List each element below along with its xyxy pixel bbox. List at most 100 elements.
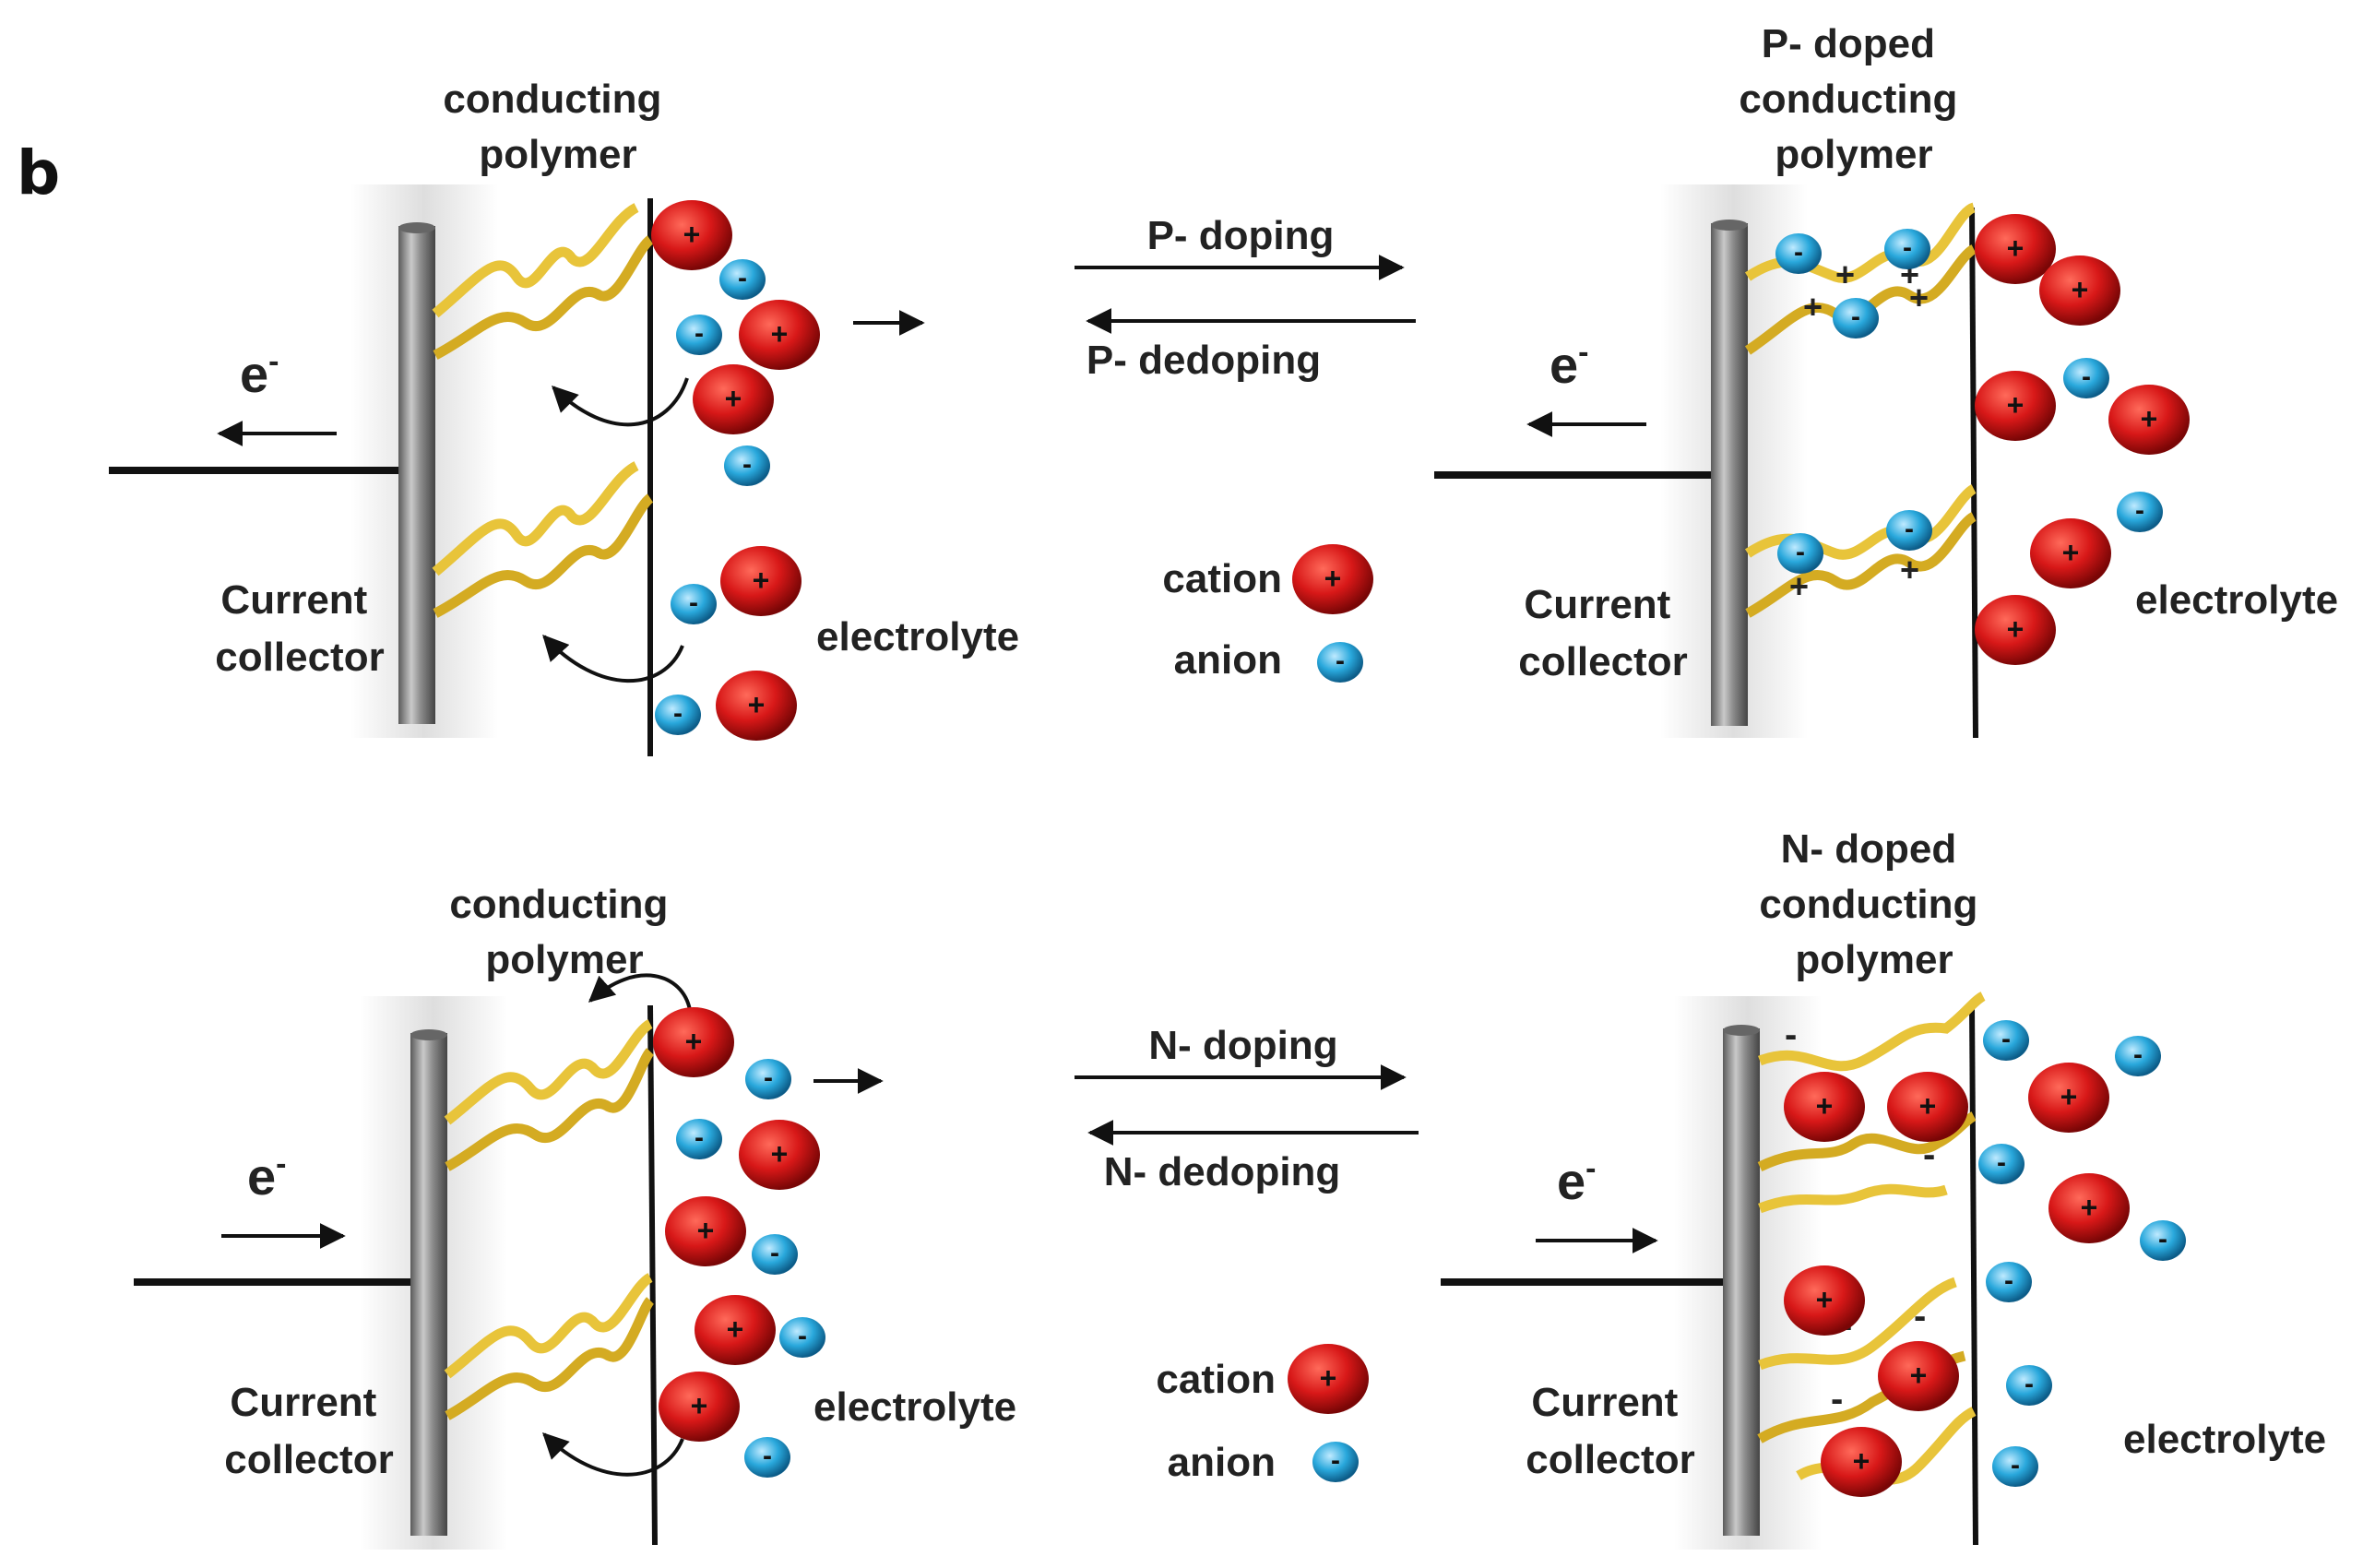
current-collector-bar xyxy=(410,1033,447,1536)
electrode-interface-line xyxy=(647,1004,658,1546)
minus-sign: - xyxy=(742,449,752,480)
anion-sphere: - xyxy=(2117,492,2163,532)
bottom-right-polymer-label: N- doped conducting polymer xyxy=(1759,826,1989,982)
bottom-right-collector-label: Current collector xyxy=(1526,1380,1694,1482)
electrode-interface-line xyxy=(1969,207,1978,739)
anion-sphere: - xyxy=(1983,1020,2029,1061)
plus-sign: + xyxy=(697,1214,715,1247)
polymer-chain xyxy=(1758,1183,1948,1214)
plus-sign: + xyxy=(725,382,742,415)
anion-sphere: - xyxy=(1777,533,1823,574)
top-right-panel: P- doped conducting polymer e- ++++ ++ C… xyxy=(1434,21,2338,739)
polymer-chain xyxy=(433,235,654,360)
ion-group: +--++-+-+- xyxy=(653,1007,825,1478)
curved-arrow xyxy=(542,1432,684,1477)
cation-sphere: + xyxy=(653,1007,734,1077)
bottom-left-panel: conducting polymer e- Current collector … xyxy=(134,882,1016,1550)
cation-sphere: + xyxy=(1288,1344,1369,1414)
curved-arrow xyxy=(588,973,692,1011)
n-dedoping-label: N- dedoping xyxy=(1104,1149,1341,1194)
minus-sign: - xyxy=(2025,1369,2034,1399)
minus-sign: - xyxy=(1796,537,1805,567)
curved-arrow xyxy=(552,377,689,427)
cation-sphere: + xyxy=(716,671,797,741)
anion-sphere: - xyxy=(1978,1144,2025,1184)
cation-sphere: + xyxy=(659,1372,740,1442)
cation-sphere: + xyxy=(695,1295,776,1365)
collector-top xyxy=(410,1029,447,1040)
anion-sphere: - xyxy=(1833,298,1879,339)
figure-label: b xyxy=(17,137,60,208)
minus-sign: - xyxy=(2082,362,2091,392)
anion-sphere: - xyxy=(2006,1365,2052,1406)
cation-sphere: + xyxy=(1292,544,1373,614)
plus-sign: + xyxy=(748,688,766,721)
cation-sphere: + xyxy=(720,546,802,616)
bottom-left-polymer-label: conducting polymer xyxy=(449,882,679,982)
anion-sphere: - xyxy=(1992,1446,2038,1487)
anion-sphere: - xyxy=(1775,233,1822,274)
top-right-collector-label: Current collector xyxy=(1518,582,1687,684)
minus-sign: - xyxy=(2158,1224,2167,1254)
anion-sphere: - xyxy=(779,1317,825,1358)
cation-sphere: + xyxy=(2028,1063,2109,1133)
minus-sign: - xyxy=(763,1441,772,1471)
cation-sphere: + xyxy=(1784,1265,1865,1336)
minus-sign: - xyxy=(673,698,683,729)
cation-sphere: + xyxy=(1887,1072,1968,1142)
polymer-chain xyxy=(445,1297,655,1420)
current-collector-bar xyxy=(398,226,435,724)
electron-label: e- xyxy=(1550,335,1588,394)
plus-sign: + xyxy=(1320,1361,1337,1395)
collector-top xyxy=(398,222,435,233)
plus-sign: + xyxy=(771,1137,789,1170)
plus-sign: + xyxy=(753,564,770,597)
cation-sphere: + xyxy=(651,200,732,270)
cation-sphere: + xyxy=(1975,371,2056,441)
collector-top xyxy=(1723,1025,1760,1036)
anion-sphere: - xyxy=(676,315,722,355)
plus-sign: + xyxy=(2072,273,2089,306)
minus-sign: - xyxy=(764,1063,773,1093)
minus-sign: - xyxy=(1905,514,1914,544)
top-right-electrolyte-label: electrolyte xyxy=(2135,577,2338,623)
plus-sign: + xyxy=(683,218,701,251)
minus-sign: - xyxy=(798,1321,807,1351)
plus-sign: + xyxy=(2007,612,2025,646)
polymer-chain xyxy=(433,493,654,618)
bottom-right-panel: N- doped conducting polymer e- - - - - - - C… xyxy=(1441,826,2326,1550)
top-left-collector-label: Current collector xyxy=(215,577,384,680)
top-left-polymer-label: conducting polymer xyxy=(443,77,672,177)
cation-sphere: + xyxy=(739,300,820,370)
anion-sphere: - xyxy=(724,445,770,486)
top-left-panel: conducting polymer e- Current collector … xyxy=(109,77,1019,756)
plus-sign: + xyxy=(2007,388,2025,422)
plus-sign: + xyxy=(1853,1444,1870,1478)
plus-sign: + xyxy=(2062,536,2080,569)
plus-sign: + xyxy=(1919,1089,1937,1123)
anion-sphere: - xyxy=(1317,642,1363,683)
plus-sign: + xyxy=(2007,232,2025,265)
curved-arrow xyxy=(542,634,684,683)
p-dedoping-label: P- dedoping xyxy=(1087,338,1321,383)
electron-label: e- xyxy=(247,1146,286,1206)
cation-sphere: + xyxy=(1975,214,2056,284)
minus-sign: - xyxy=(1903,232,1912,263)
cation-sphere: + xyxy=(1878,1341,1959,1411)
top-middle: P- doping P- dedoping cation anion +- xyxy=(1075,213,1416,683)
minus-sign: - xyxy=(2004,1265,2013,1296)
polymer-chain xyxy=(1745,512,1977,618)
cation-sphere: + xyxy=(665,1196,746,1266)
legend-anion-label: anion xyxy=(1174,637,1282,683)
electron-label: e- xyxy=(1557,1151,1596,1210)
anion-sphere: - xyxy=(1986,1262,2032,1302)
polymer-chain xyxy=(1758,992,1986,1072)
polymer-chain xyxy=(1758,1277,1957,1371)
plus-sign: + xyxy=(691,1389,708,1422)
electrode-interface-line xyxy=(1969,1004,1978,1546)
plus-sign: + xyxy=(2081,1191,2098,1224)
anion-sphere: - xyxy=(2140,1220,2186,1261)
cation-sphere: + xyxy=(1975,595,2056,665)
plus-sign: + xyxy=(1816,1283,1834,1316)
